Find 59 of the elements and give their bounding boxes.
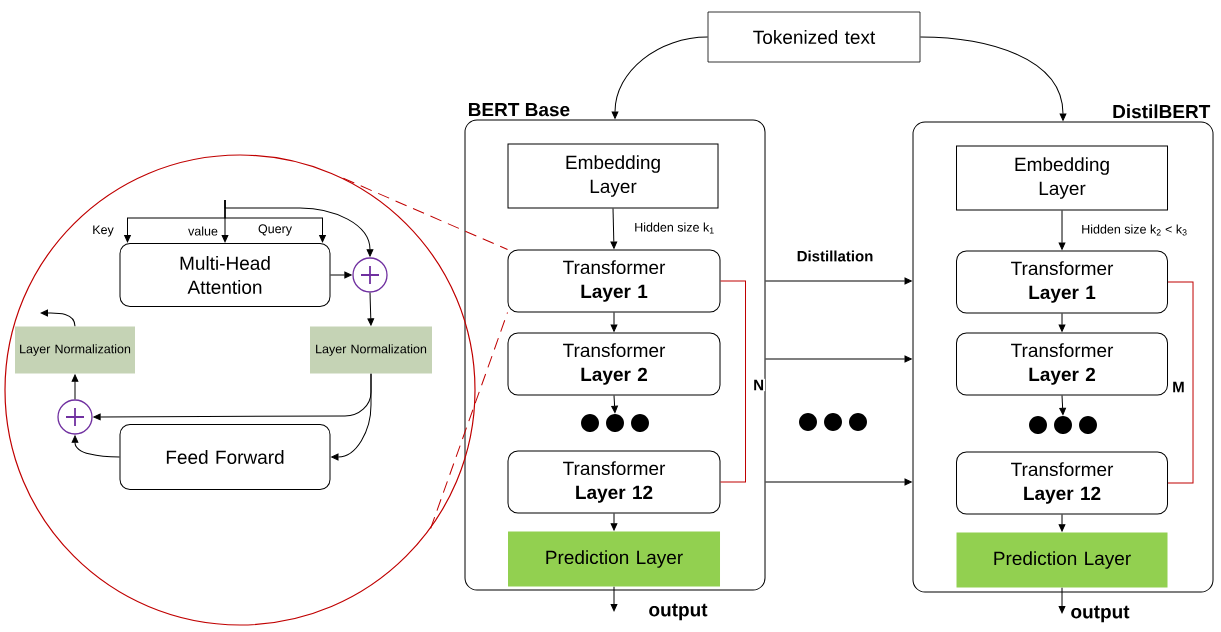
arrow [1058, 210, 1066, 250]
layer-box: Transformer Layer 1 [956, 250, 1168, 314]
arrow [367, 292, 375, 326]
arrow [40, 309, 76, 327]
bracket-line [720, 280, 746, 483]
edge-label: Hidden size k$_{1}$ [633, 221, 716, 235]
edge-label: value [187, 225, 219, 237]
arrow [610, 513, 618, 531]
layer-box: Transformer Layer 2 [956, 332, 1168, 396]
arrow [611, 36, 709, 119]
arrow [1058, 514, 1066, 532]
norm-box: Layer Normalization [15, 326, 135, 374]
arrow [71, 435, 120, 458]
edge-label: Hidden size k$_{2}$ < k$_{3}$ [1080, 223, 1189, 237]
edge-label: M [1171, 380, 1186, 394]
sum-circle [57, 399, 93, 435]
edge-label: Distillation [795, 249, 875, 263]
arrow [71, 374, 79, 400]
arrow [919, 36, 1067, 121]
arrow [611, 395, 618, 414]
arrow [610, 208, 618, 249]
arrow [765, 478, 912, 486]
arrow [765, 277, 912, 285]
layer-box: Embedding Layer [956, 145, 1168, 211]
zoom-line [430, 312, 508, 529]
edge-label: Key [91, 224, 115, 238]
arrow [610, 586, 618, 612]
ellipsis-dots [1029, 416, 1097, 434]
input-box: Tokenized text [707, 11, 921, 63]
layer-box: Transformer Layer 2 [507, 332, 721, 396]
zoom-line [342, 177, 508, 250]
layer-box: Multi-Head Attention [119, 243, 331, 307]
arrow [1058, 313, 1066, 332]
edge-label: Query [257, 223, 293, 237]
arrow [765, 355, 912, 363]
magnifier-circle [4, 154, 476, 626]
layer-box: Transformer Layer 12 [507, 450, 721, 514]
output-label: output [1071, 605, 1130, 623]
layer-box: Transformer Layer 12 [956, 451, 1168, 515]
output-label: output [649, 603, 708, 621]
arrow [1059, 395, 1066, 416]
bracket-line [1167, 281, 1194, 484]
arrow [610, 312, 618, 332]
ellipsis-dots [581, 414, 649, 432]
arrow [331, 373, 372, 461]
edge-label: N [752, 378, 766, 392]
prediction-box: Prediction Layer [508, 531, 720, 587]
layer-box: Embedding Layer [507, 143, 719, 209]
arrow [330, 271, 352, 279]
arrow [1058, 587, 1066, 614]
sum-circle [352, 257, 388, 293]
node-label: DistilBERT [1113, 104, 1211, 119]
node-label: BERT Base [468, 103, 570, 117]
ellipsis-dots [799, 413, 867, 431]
prediction-box: Prediction Layer [956, 532, 1168, 588]
norm-box: Layer Normalization [310, 326, 432, 374]
layer-box: Feed Forward [119, 424, 331, 490]
layer-box: Transformer Layer 1 [507, 249, 721, 313]
arrow [224, 199, 374, 257]
